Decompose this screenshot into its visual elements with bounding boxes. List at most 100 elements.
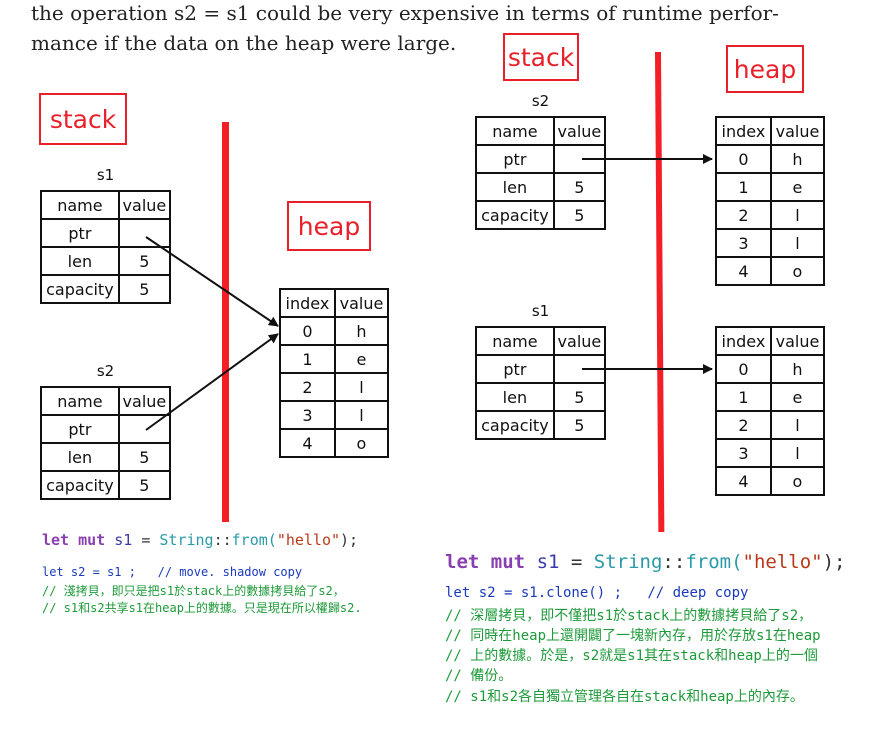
cell-index: 2 [715,200,772,230]
right-code-comment-2: // 同時在heap上還開闢了一塊新內存，用於存放s1在heap [445,628,821,644]
cell-index: 2 [279,372,336,402]
left-code-line-2: let s2 = s1 ; // move. shadow copy [42,565,302,579]
cell-value: l [769,438,826,468]
cell-name: capacity [40,274,120,304]
cell-value: l [769,228,826,258]
cell-name: ptr [475,354,555,384]
cell-name: capacity [40,470,120,500]
cell-value: e [333,344,390,374]
cell-name: len [40,246,120,276]
header-name: name [475,326,555,356]
cell-name: capacity [475,410,555,440]
header-value: value [117,190,172,220]
cell-value: 5 [552,410,607,440]
left-code-line-1: let mut s1 = String::from("hello"); [42,531,358,549]
header-index: index [279,288,336,318]
cell-index: 3 [715,228,772,258]
cell-value: o [769,256,826,286]
cell-index: 0 [279,316,336,346]
cell-value: l [333,400,390,430]
cell-name: capacity [475,200,555,230]
cell-name: len [475,172,555,202]
cell-index: 1 [715,382,772,412]
right-code-line-2: let s2 = s1.clone() ; // deep copy [445,585,748,601]
code-variable: s1 [536,551,560,573]
cell-index: 4 [715,466,772,496]
cell-name: ptr [40,218,120,248]
right-code-comment-3: // 上的數據。於是，s2就是s1其在stack和heap上的一個 [445,648,818,664]
cell-index: 4 [715,256,772,286]
code-keyword: let [445,551,480,573]
code-assign: let s2 = s1.clone() ; [445,585,623,601]
code-type: String [159,531,214,549]
cell-value: 5 [552,172,607,202]
cell-value: l [769,200,826,230]
code-keyword: let [42,531,70,549]
code-separator: :: [213,531,232,549]
header-index: index [715,326,772,356]
cell-name: len [40,442,120,472]
right-code-comment-5: // s1和s2各自獨立管理各自在stack和heap上的內存。 [445,689,804,705]
header-name: name [475,116,555,146]
header-index: index [715,116,772,146]
left-s1-pointer-arrow [145,236,279,327]
cell-value: h [769,354,826,384]
right-s2-title: s2 [531,92,550,110]
header-value: value [769,326,826,356]
header-value: value [552,116,607,146]
left-s2-pointer-arrow [145,333,279,431]
left-code-comment-2: // s1和s2共享s1在heap上的數據。只是現在所以權歸s2. [42,601,362,615]
code-operator: = [559,551,594,573]
right-stack-label: stack [503,33,579,81]
right-heap-label: heap [726,45,804,93]
cell-value: l [769,410,826,440]
cell-value [552,354,607,384]
left-s2-title: s2 [96,362,115,380]
cell-value: 5 [552,200,607,230]
cell-value: o [333,428,390,458]
cell-value: e [769,172,826,202]
cell-index: 0 [715,144,772,174]
left-stack-label: stack [39,93,127,145]
left-code-comment-1: // 淺拷貝，即只是把s1於stack上的數據拷貝給了s2， [42,584,345,598]
header-value: value [552,326,607,356]
code-string: "hello" [276,531,341,549]
cell-name: ptr [475,144,555,174]
code-keyword: mut [78,531,106,549]
cell-value: o [769,466,826,496]
right-code-line-1: let mut s1 = String::from("hello"); [445,551,845,573]
right-code-comment-1: // 深層拷貝，即不僅把s1於stack上的數據拷貝給了s2， [445,608,813,624]
header-value: value [769,116,826,146]
left-divider-line [222,122,229,522]
code-operator: = [132,531,160,549]
code-assign: let s2 = s1 ; [42,565,136,579]
code-variable: s1 [114,531,133,549]
intro-line-1: the operation s2 = s1 could be very expe… [31,1,779,25]
code-function: from( [231,531,277,549]
cell-value [117,218,172,248]
cell-index: 4 [279,428,336,458]
code-separator: :: [662,551,686,573]
code-function: from( [685,551,743,573]
right-s1-title: s1 [531,302,550,320]
cell-value: h [769,144,826,174]
right-code-comment-4: // 備份。 [445,668,513,684]
cell-value: 5 [117,442,172,472]
cell-index: 1 [715,172,772,202]
cell-name: ptr [40,414,120,444]
left-s1-title: s1 [96,166,115,184]
intro-line-2: mance if the data on the heap were large… [31,31,457,55]
code-keyword: mut [490,551,526,573]
cell-value: e [769,382,826,412]
header-name: name [40,386,120,416]
cell-value: l [333,372,390,402]
cell-value: h [333,316,390,346]
cell-value: 5 [552,382,607,412]
intro-paragraph: the operation s2 = s1 could be very expe… [31,0,851,58]
cell-value: 5 [117,246,172,276]
